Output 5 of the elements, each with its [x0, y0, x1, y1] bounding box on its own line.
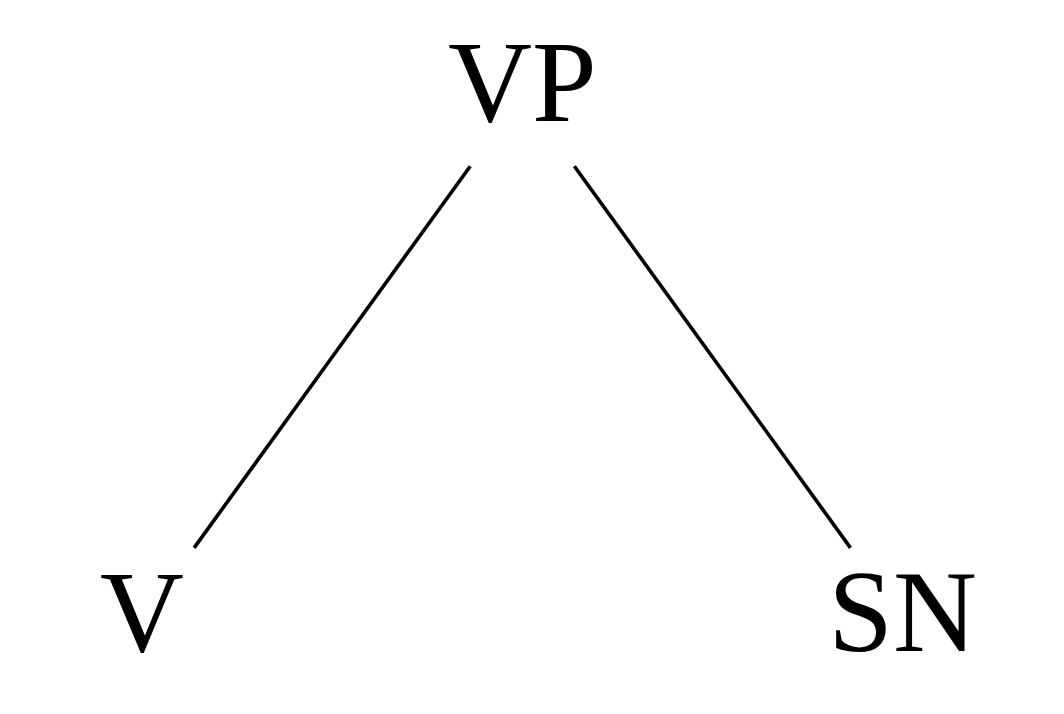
node-text: VP: [448, 16, 597, 146]
connector: [192, 165, 472, 549]
connector: [572, 165, 852, 549]
node-text: SN: [828, 547, 977, 677]
node-text: V: [100, 547, 185, 677]
